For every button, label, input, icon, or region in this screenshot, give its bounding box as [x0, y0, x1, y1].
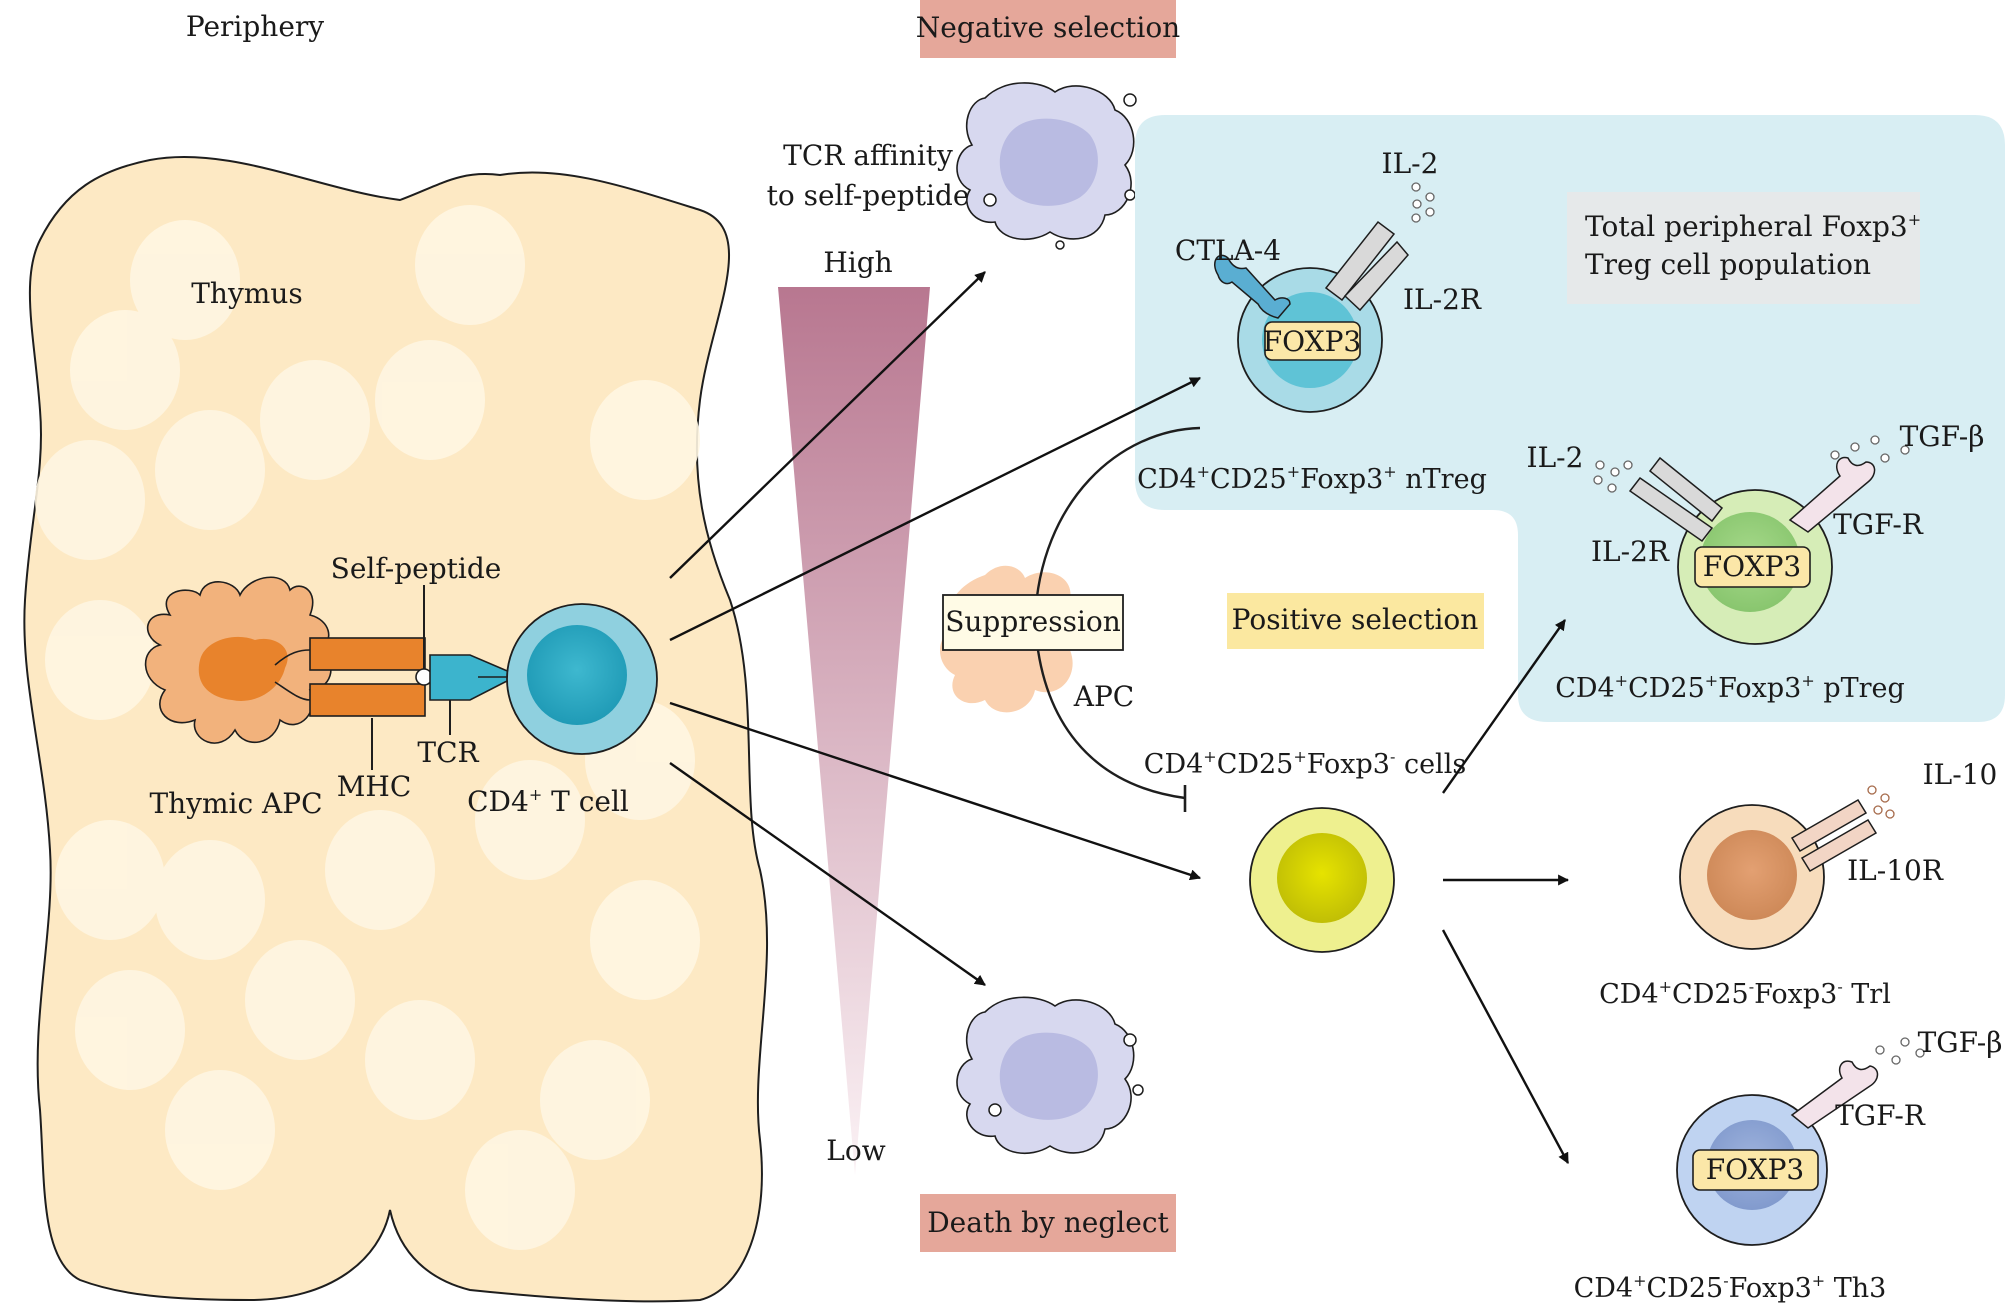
- thymus-organ: [23, 156, 768, 1303]
- dying-cell-top: [956, 82, 1137, 250]
- apc-label: APC: [1073, 680, 1134, 713]
- positive-selection-label: Positive selection: [1232, 603, 1479, 636]
- th3-label: CD4+CD25-Foxp3+ Th3: [1574, 1271, 1887, 1304]
- tgfr-label-bottom: TGF-R: [1835, 1099, 1926, 1132]
- tgfr-label-mid: TGF-R: [1833, 508, 1924, 541]
- il10r-chain-1: [1790, 798, 1868, 853]
- arrow-to-th3: [1441, 929, 1570, 1164]
- il10r-label: IL-10R: [1847, 854, 1944, 887]
- il2-molecules-right: [1593, 460, 1633, 493]
- foxp3-box-ntreg: [1264, 321, 1361, 361]
- mhc-molecule: [274, 637, 433, 717]
- tgfr-receptor-mid: [1788, 456, 1876, 533]
- self-peptide-label: Self-peptide: [331, 552, 502, 585]
- il10-molecules: [1867, 785, 1895, 819]
- cd4-t-cell: [506, 603, 658, 755]
- cd25-foxp3-negative-cell: [1249, 807, 1395, 953]
- affinity-gradient: [778, 287, 930, 1175]
- high-label: High: [823, 246, 892, 279]
- ctla4-receptor: [1214, 254, 1291, 319]
- ptreg-cell: FOXP3: [1593, 435, 1910, 645]
- dying-cell-bottom: [956, 996, 1144, 1154]
- il2r-chain-2: [1343, 240, 1409, 312]
- negative-selection-box: [920, 0, 1176, 58]
- arrow-to-death-by-neglect: [669, 762, 986, 986]
- arrows: [669, 271, 1570, 1164]
- arrow-to-naive-cell: [669, 701, 1202, 881]
- thymus-lobules: [35, 205, 700, 1250]
- arrow-to-negative-selection: [669, 271, 986, 579]
- tcr-affinity-line1: TCR affinity: [783, 139, 953, 172]
- tr1-cell: [1679, 785, 1895, 950]
- foxp3-label-ntreg: FOXP3: [1263, 325, 1361, 358]
- naive-cell-label: CD4+CD25+Foxp3- cells: [1144, 747, 1466, 780]
- death-by-neglect-label: Death by neglect: [927, 1206, 1169, 1239]
- il2r-right-chain-1: [1648, 456, 1724, 523]
- tgfb-label-top: TGF-β: [1900, 420, 1985, 453]
- il2r-right-chain-2: [1628, 476, 1714, 543]
- thymus-label: Thymus: [191, 277, 302, 310]
- ptreg-label: CD4+CD25+Foxp3+ pTreg: [1555, 671, 1905, 704]
- il2-molecules-top: [1411, 182, 1435, 223]
- il2-label-right: IL-2: [1527, 441, 1584, 474]
- il10r-chain-2: [1800, 818, 1878, 873]
- total-population-box: [1567, 192, 1920, 304]
- arrow-to-ntreg: [669, 376, 1201, 642]
- tcr-affinity-line2: to self-peptide: [767, 179, 970, 212]
- th3-cell: FOXP3: [1676, 1037, 1925, 1246]
- thymic-apc-label: Thymic APC: [149, 787, 322, 820]
- total-population-line1: Total peripheral Foxp3+: [1585, 210, 1921, 243]
- ntreg-cell: FOXP3: [1214, 182, 1435, 413]
- thymic-apc: [144, 576, 332, 744]
- periphery-label: Periphery: [186, 10, 324, 43]
- il2-label-top: IL-2: [1382, 147, 1439, 180]
- tgfb-molecules-bottom: [1875, 1037, 1925, 1065]
- il10-label: IL-10: [1923, 758, 1998, 791]
- il2r-label-right: IL-2R: [1591, 535, 1670, 568]
- negative-selection-label: Negative selection: [916, 11, 1180, 44]
- cd4-t-cell-label: CD4+ T cell: [467, 785, 629, 818]
- positive-selection-box: [1227, 593, 1484, 649]
- il2r-chain-1: [1324, 220, 1396, 302]
- tcr-label: TCR: [417, 736, 479, 769]
- tgfr-receptor-bottom: [1790, 1060, 1879, 1129]
- tgfb-molecules-top: [1830, 435, 1910, 463]
- il2r-label-top: IL-2R: [1403, 283, 1482, 316]
- foxp3-label-th3: FOXP3: [1706, 1153, 1804, 1186]
- foxp3-box-th3: [1692, 1149, 1819, 1191]
- suppression-box: [942, 594, 1124, 651]
- tr1-label: CD4+CD25-Foxp3- Trl: [1599, 977, 1891, 1010]
- tgfb-label-bottom: TGF-β: [1918, 1026, 2003, 1059]
- arrow-to-ptreg: [1442, 619, 1566, 794]
- mhc-label: MHC: [337, 770, 412, 803]
- foxp3-label-ptreg: FOXP3: [1703, 550, 1801, 583]
- death-by-neglect-box: [920, 1194, 1176, 1252]
- ntreg-label: CD4+CD25+Foxp3+ nTreg: [1137, 462, 1487, 495]
- ctla4-label: CTLA-4: [1175, 234, 1281, 267]
- suppression-label: Suppression: [945, 605, 1121, 638]
- low-label: Low: [826, 1134, 885, 1167]
- foxp3-box-ptreg: [1694, 546, 1811, 588]
- total-population-line2: Treg cell population: [1585, 248, 1871, 281]
